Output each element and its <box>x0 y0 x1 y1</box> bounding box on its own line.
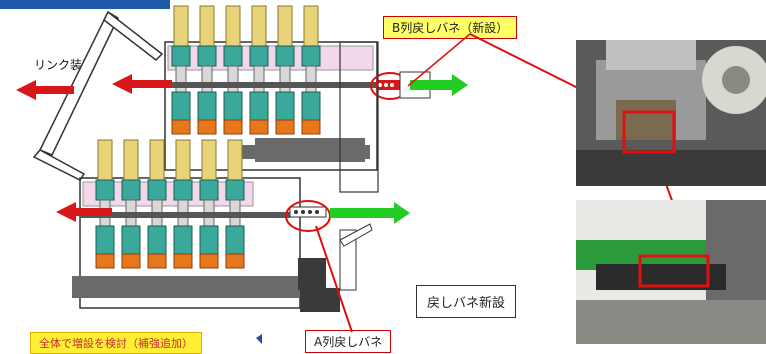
engine-photo-bottom <box>576 200 766 344</box>
a-row-spring <box>290 207 326 217</box>
a-row-pump <box>72 140 372 312</box>
b-row-pump <box>160 6 430 170</box>
engine-photo-top <box>576 40 766 186</box>
b-row-spring <box>376 80 400 90</box>
